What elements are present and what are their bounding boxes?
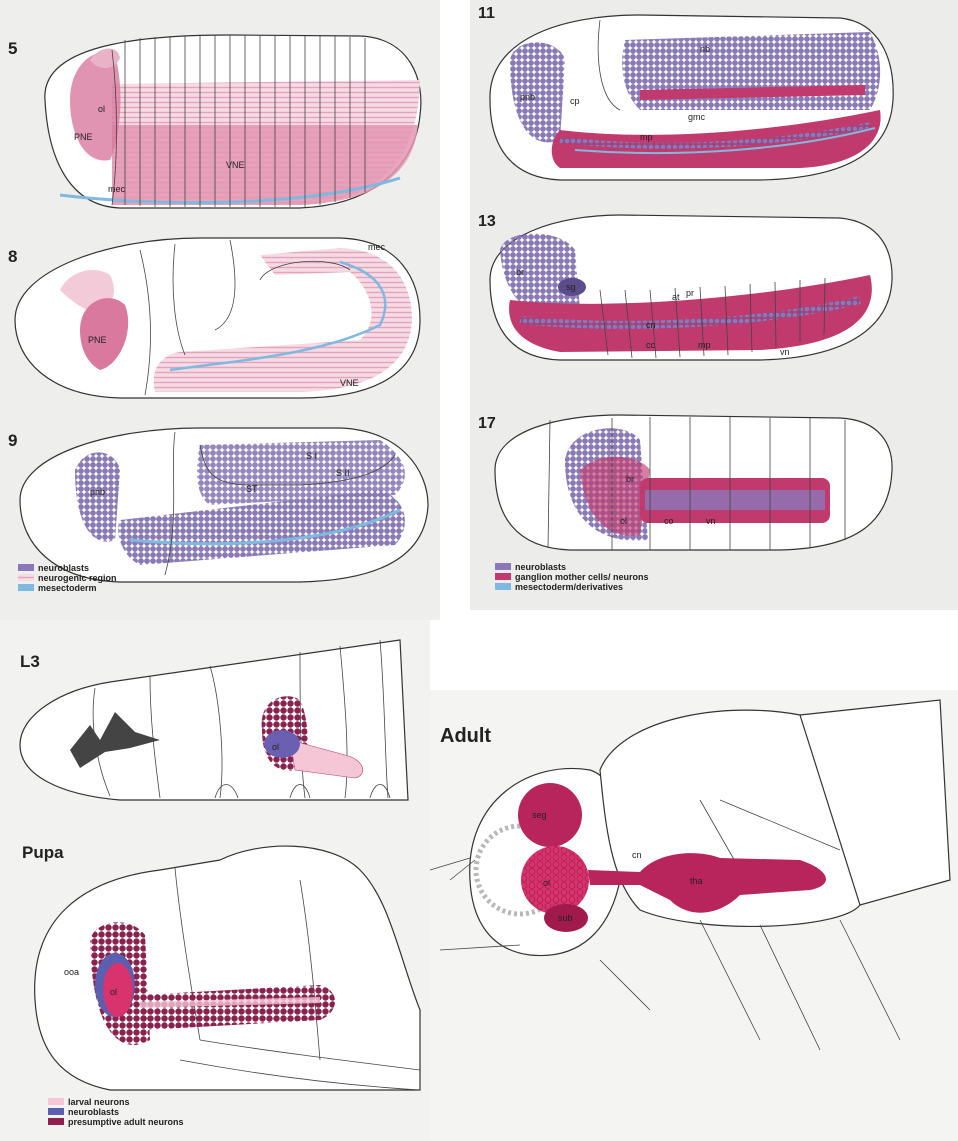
s9-label-pnb: pnb bbox=[90, 487, 105, 497]
legend-swatch-neurogenic bbox=[18, 574, 34, 581]
s8-label-pne: PNE bbox=[88, 335, 107, 345]
s8-label-vne: VNE bbox=[340, 378, 359, 388]
legend-post-item-2: presumptive adult neurons bbox=[68, 1117, 184, 1127]
adult-label-seg: seg bbox=[532, 810, 547, 820]
adult-stage-label: Adult bbox=[440, 725, 491, 747]
s5-label-pne: PNE bbox=[74, 132, 93, 142]
stage-13-embryo: 13 br sg at pr cn cc mp vn bbox=[478, 213, 892, 360]
s13-label-br: br bbox=[516, 267, 524, 277]
stage-11-number: 11 bbox=[478, 5, 495, 22]
legend-swatch-neuroblasts-late bbox=[495, 563, 511, 570]
adult-label-sub: sub bbox=[558, 913, 573, 923]
s17-label-vn: vn bbox=[706, 516, 716, 526]
adult-label-ol: ol bbox=[543, 878, 550, 888]
s13-label-cc: cc bbox=[646, 340, 656, 350]
pupa-label-ol: ol bbox=[110, 987, 117, 997]
s9-label-si: S I bbox=[306, 451, 317, 461]
stage-8-number: 8 bbox=[8, 247, 17, 266]
s17-label-ol: ol bbox=[620, 516, 627, 526]
s9-label-sii: S II bbox=[336, 468, 350, 478]
legend-swatch-mesectoderm bbox=[18, 584, 34, 591]
s11-label-gmc: gmc bbox=[688, 112, 706, 122]
stage-5-embryo: 5 ol PNE VNE mec bbox=[8, 35, 421, 208]
s13-label-vn: vn bbox=[780, 347, 790, 357]
legend-swatch-adult bbox=[48, 1118, 64, 1125]
stage-8-embryo: 8 PNE VNE mec bbox=[8, 238, 420, 398]
s8-label-mec: mec bbox=[368, 242, 386, 252]
s13-label-cn: cn bbox=[646, 320, 656, 330]
s5-label-vne: VNE bbox=[226, 160, 245, 170]
adult-label-cn: cn bbox=[632, 850, 642, 860]
l3-label-ol: ol bbox=[272, 742, 279, 752]
legend-swatch-neuroblasts bbox=[18, 564, 34, 571]
pupa-label-ooa: ooa bbox=[64, 967, 79, 977]
pupa: Pupa ooa ol bbox=[22, 843, 420, 1090]
legend-swatch-mesectoderm-derivs bbox=[495, 583, 511, 590]
pupa-stage-label: Pupa bbox=[22, 843, 64, 862]
s11-label-cp: cp bbox=[570, 96, 580, 106]
legend-early-item-1: neurogenic region bbox=[38, 573, 117, 583]
s13-label-at: at bbox=[672, 292, 680, 302]
s13-label-pr: pr bbox=[686, 288, 694, 298]
legend-post-item-0: larval neurons bbox=[68, 1097, 130, 1107]
stage-9-embryo: 9 pnb S I S II ST bbox=[8, 428, 428, 582]
stage-9-number: 9 bbox=[8, 431, 17, 450]
l3-larva: L3 ol bbox=[20, 640, 408, 800]
legend-early-item-2: mesectoderm bbox=[38, 583, 97, 593]
legend-post-item-1: neuroblasts bbox=[68, 1107, 119, 1117]
l3-stage-label: L3 bbox=[20, 652, 40, 671]
s13-label-mp: mp bbox=[698, 340, 711, 350]
s17-label-br: br bbox=[626, 474, 634, 484]
s11-label-pnb: pnb bbox=[520, 92, 535, 102]
adult-fly: Adult seg ol sub cn tha bbox=[430, 700, 950, 1050]
stage-17-embryo: 17 br ol co vn bbox=[478, 415, 892, 550]
stage-17-number: 17 bbox=[478, 415, 496, 432]
adult-label-tha: tha bbox=[690, 876, 703, 886]
s11-label-nb: nb bbox=[700, 44, 710, 54]
s5-label-ol: ol bbox=[98, 104, 105, 114]
stage-5-number: 5 bbox=[8, 39, 17, 58]
s11-label-mp: mp bbox=[640, 132, 653, 142]
legend-swatch-larval bbox=[48, 1098, 64, 1105]
legend-late-item-0: neuroblasts bbox=[515, 562, 566, 572]
legend-swatch-ganglion bbox=[495, 573, 511, 580]
stage-13-number: 13 bbox=[478, 213, 496, 230]
legend-swatch-neuroblasts-post bbox=[48, 1108, 64, 1115]
stage-11-embryo: 11 pnb cp nb gmc mp bbox=[478, 5, 893, 180]
s13-label-sg: sg bbox=[566, 282, 576, 292]
legend-late-item-1: ganglion mother cells/ neurons bbox=[515, 572, 649, 582]
s17-label-co: co bbox=[664, 516, 674, 526]
legend-postembryonic: larval neurons neuroblasts presumptive a… bbox=[48, 1097, 184, 1127]
legend-late-item-2: mesectoderm/derivatives bbox=[515, 582, 623, 592]
s9-label-st: ST bbox=[246, 484, 258, 494]
s5-label-mec: mec bbox=[108, 184, 126, 194]
legend-late-embryo: neuroblasts ganglion mother cells/ neuro… bbox=[495, 562, 649, 592]
legend-early-item-0: neuroblasts bbox=[38, 563, 89, 573]
